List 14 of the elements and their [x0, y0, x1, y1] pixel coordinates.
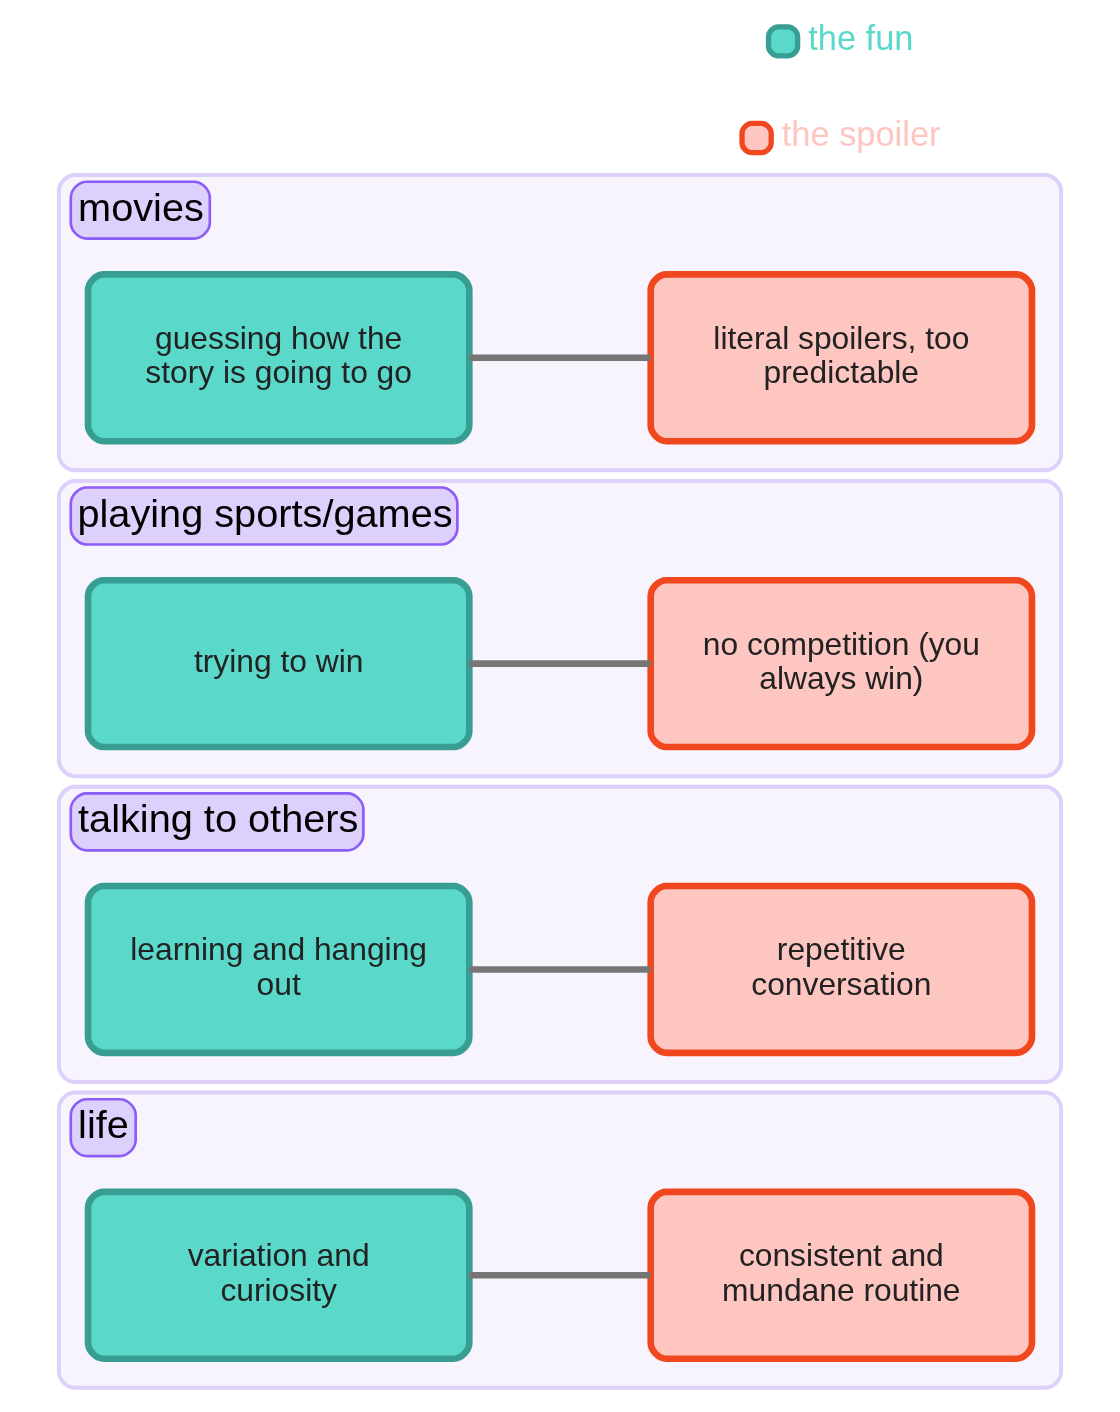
- connector: [469, 660, 651, 667]
- node-box: no competition (you always win): [647, 576, 1036, 751]
- connector: [469, 966, 651, 973]
- legend-label: the spoiler: [781, 115, 941, 154]
- node-box: repetitive conversation: [647, 882, 1036, 1057]
- node-box: guessing how the story is going to go: [84, 271, 473, 445]
- node-box: learning and hanging out: [84, 882, 473, 1057]
- connector: [469, 354, 651, 362]
- node-box: consistent and mundane routine: [647, 1188, 1036, 1362]
- connector: [469, 1272, 651, 1279]
- legend-label: the fun: [808, 18, 914, 57]
- node-box: trying to win: [84, 576, 473, 751]
- node-box: literal spoilers, too predictable: [647, 271, 1036, 445]
- node-box: variation and curiosity: [84, 1188, 473, 1362]
